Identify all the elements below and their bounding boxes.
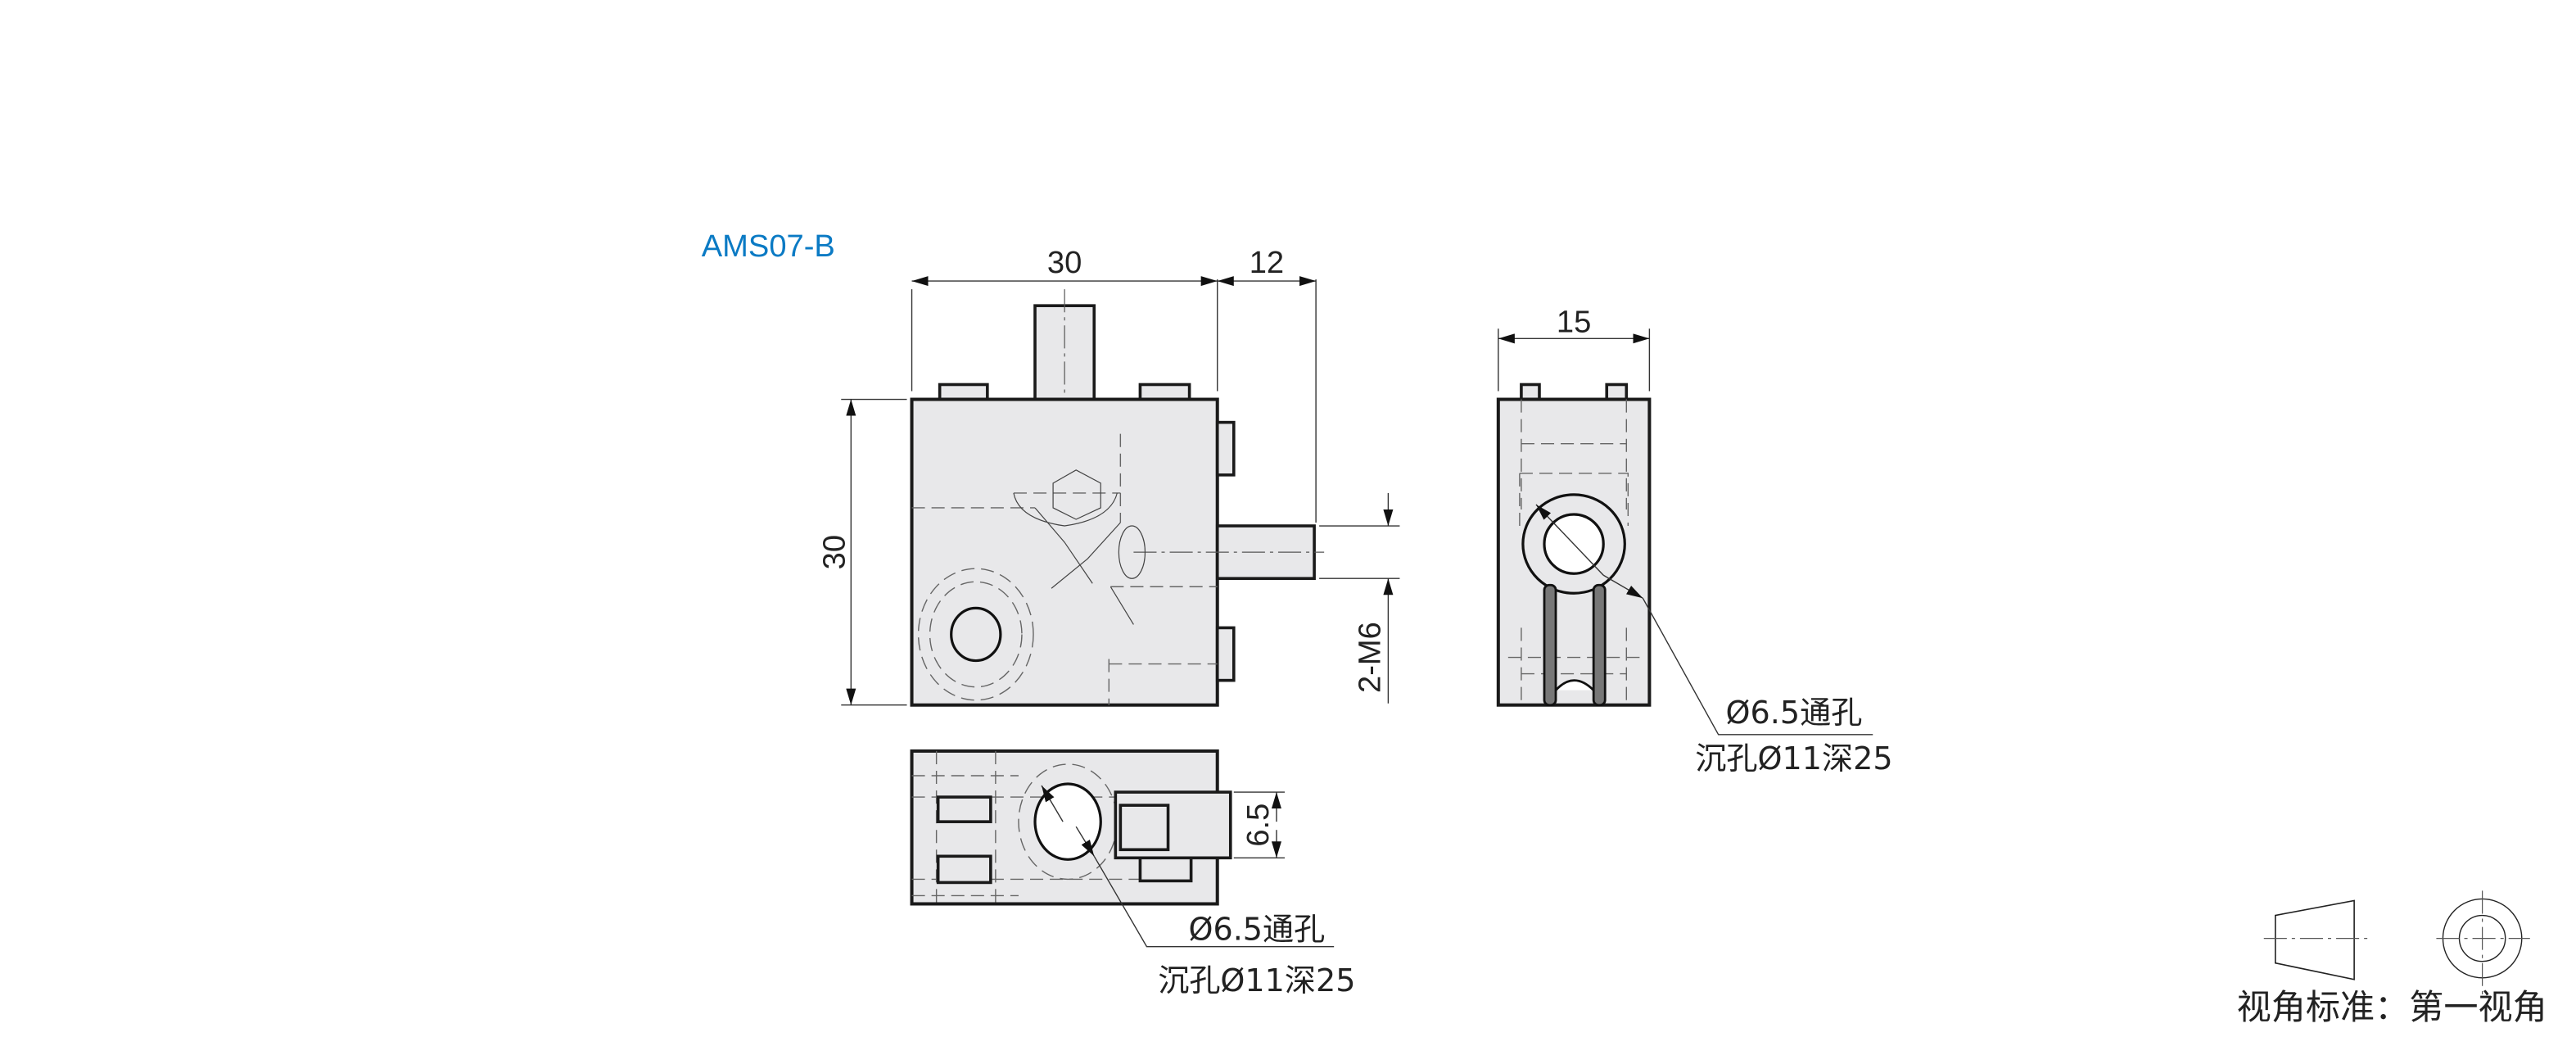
dim-bolt-12: 12 <box>1250 245 1284 280</box>
bottom-view: 6.5 Ø6.5通孔 沉孔Ø11深25 <box>910 749 1356 999</box>
hole-note-line1: Ø6.5通孔 <box>1188 912 1325 948</box>
hole-note-line2: 沉孔Ø11深25 <box>1158 962 1355 999</box>
projection-label: 视角标准：第一视角 <box>2237 987 2547 1027</box>
dim-height-30: 30 <box>816 535 852 569</box>
hole-note-line1: Ø6.5通孔 <box>1726 695 1863 731</box>
part-number-title: AMS07-B <box>702 229 835 264</box>
through-hole <box>1033 782 1102 861</box>
thread-label: 2-M6 <box>1352 622 1387 693</box>
hole-note-line2: 沉孔Ø11深25 <box>1695 740 1892 777</box>
dim-width-30: 30 <box>1047 245 1082 280</box>
side-view: 15 Ø6.5通孔 沉孔Ø11深25 <box>1496 304 1893 777</box>
dim-slot-6-5: 6.5 <box>1241 804 1276 847</box>
front-view: 30 12 30 2-M6 <box>816 245 1400 707</box>
first-angle-projection-symbol: 视角标准：第一视角 <box>2237 890 2547 1027</box>
hole <box>950 606 1002 663</box>
dim-width-15: 15 <box>1557 304 1591 339</box>
